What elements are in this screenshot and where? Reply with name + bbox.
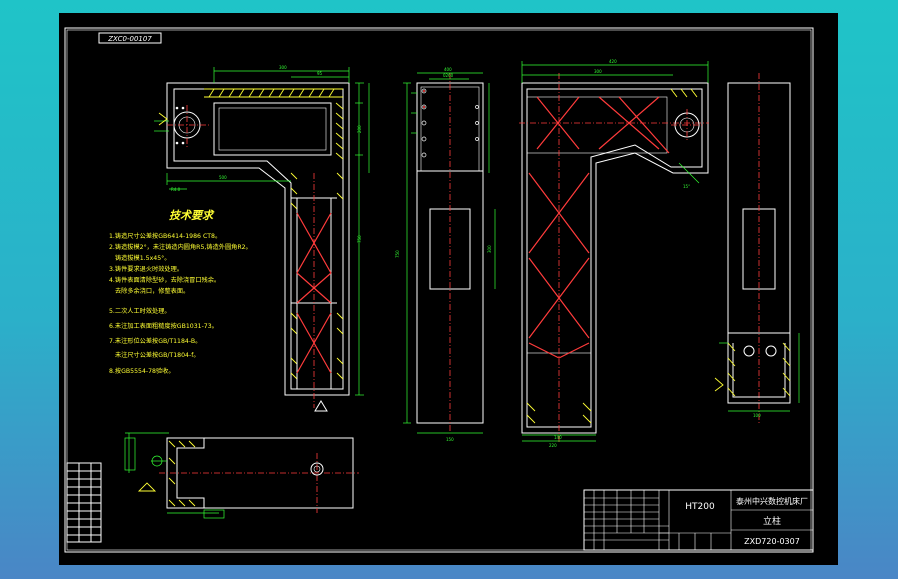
detail-section-view: [124, 432, 359, 519]
svg-text:300: 300: [487, 245, 492, 253]
svg-text:100: 100: [753, 413, 761, 418]
svg-text:0260: 0260: [443, 73, 454, 78]
svg-text:15°: 15°: [683, 184, 690, 189]
revision-stack: [66, 462, 102, 543]
cad-viewport[interactable]: ZXC0-00107: [59, 13, 838, 565]
technical-requirements: 技术要求 1.铸造尺寸公差按GB6414-1986 CT8。 2.铸造拔模2°，…: [109, 209, 252, 375]
tech-title: 技术要求: [169, 209, 215, 222]
svg-text:300: 300: [279, 65, 287, 70]
inner-frame: [66, 29, 812, 551]
svg-text:300: 300: [594, 69, 602, 74]
right-end-view: 100: [714, 73, 800, 423]
req-line-2: 2.铸造拔模2°，未注铸造内圆角R5,铸造外圆角R2。: [109, 243, 252, 251]
req-line-7: 5.二次人工时效处理。: [109, 307, 171, 315]
req-line-9: 7.未注形位公差按GB/T1184-B。: [109, 337, 201, 345]
req-line-11: 8.按GB5554-78验收。: [109, 367, 175, 375]
rear-view: 420 300 140 220 15°: [519, 59, 709, 448]
drawing-number-text: ZXD720-0307: [744, 537, 800, 546]
req-line-10: 未注尺寸公差按GB/T1804-f。: [115, 351, 200, 359]
svg-text:750: 750: [395, 250, 400, 258]
drawing-code: ZXC0-00107: [107, 35, 152, 43]
svg-text:220: 220: [549, 443, 557, 448]
title-block: HT200 泰州中兴数控机床厂 立柱 ZXD720-0307: [583, 489, 814, 551]
svg-text:750: 750: [357, 235, 362, 243]
svg-text:200: 200: [357, 125, 362, 133]
req-line-5: 4.铸件表面清除型砂，去除浇冒口残余。: [109, 276, 220, 284]
svg-text:420: 420: [609, 59, 617, 64]
svg-text:500: 500: [219, 175, 227, 180]
req-line-6: 去除多余浇口，修整表面。: [115, 287, 189, 295]
cad-drawing: ZXC0-00107: [64, 27, 814, 553]
material-text: HT200: [685, 502, 715, 512]
svg-text:95: 95: [317, 71, 323, 76]
outer-frame: [64, 27, 814, 553]
company-text: 泰州中兴数控机床厂: [736, 496, 808, 506]
svg-text:150: 150: [446, 437, 454, 442]
req-line-1: 1.铸造尺寸公差按GB6414-1986 CT8。: [109, 232, 221, 240]
req-line-4: 3.铸件要求退火时效处理。: [109, 265, 183, 273]
drawing-code-box: ZXC0-00107: [98, 32, 162, 44]
req-line-8: 6.未注加工表面粗糙度按GB1031-73。: [109, 322, 218, 330]
part-name-text: 立柱: [763, 515, 781, 527]
req-line-3: 铸造拔模1.5x45°。: [115, 254, 170, 262]
svg-text:R4.0: R4.0: [171, 187, 181, 192]
svg-text:140: 140: [554, 435, 562, 440]
svg-text:400: 400: [444, 67, 452, 72]
front-section-view: 300 95 500 750 200 R4.0: [154, 65, 370, 412]
